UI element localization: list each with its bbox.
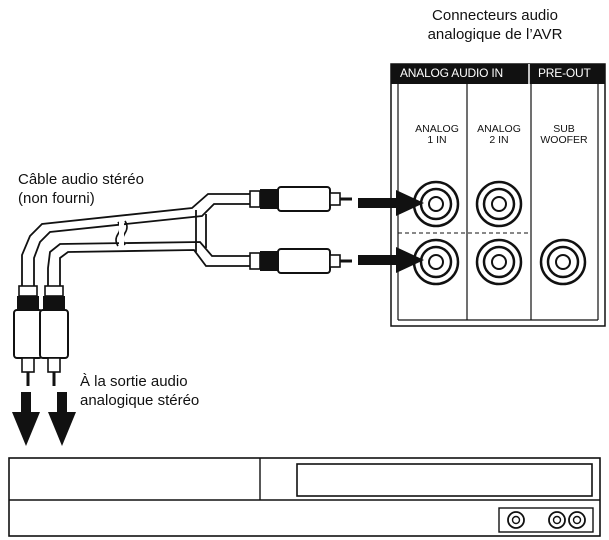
avr-connectors-label-line1: Connecteurs audio xyxy=(432,7,558,24)
jack-label-analog2-line1: ANALOG xyxy=(477,123,521,135)
source-device xyxy=(8,457,601,537)
avr-connectors-label: Connecteurs audio analogique de l’AVR xyxy=(405,6,585,44)
rca-plug-top xyxy=(249,186,352,212)
output-jack-3 xyxy=(568,511,586,529)
panel-header-analog-audio-in: ANALOG AUDIO IN xyxy=(400,66,504,80)
cable-break-marks xyxy=(115,220,128,247)
arrow-into-jack-bottom xyxy=(358,247,424,273)
jack-label-subwoofer: SUB WOOFER xyxy=(538,124,590,146)
output-label-line1: À la sortie audio xyxy=(80,373,188,390)
rca-jack-analog2-top xyxy=(475,180,523,228)
disc-tray xyxy=(296,463,593,497)
output-jack-1 xyxy=(507,511,525,529)
avr-connectors-label-line2: analogique de l’AVR xyxy=(427,26,563,43)
jack-label-analog2: ANALOG 2 IN xyxy=(474,124,524,146)
arrow-down-2 xyxy=(48,392,76,446)
cable-label-line2: (non fourni) xyxy=(18,190,95,207)
stereo-cable xyxy=(21,193,255,290)
jack-label-analog1-line2: 1 IN xyxy=(427,134,447,146)
rca-jack-analog1-bottom xyxy=(412,238,460,286)
output-jack-2 xyxy=(548,511,566,529)
jack-label-subwoofer-line2: WOOFER xyxy=(540,134,588,146)
cable-label-line1: Câble audio stéréo xyxy=(18,171,144,188)
jack-label-analog1: ANALOG 1 IN xyxy=(412,124,462,146)
rca-plug-bottom xyxy=(249,248,352,274)
panel-header-pre-out: PRE-OUT xyxy=(538,66,591,80)
rca-jack-analog2-bottom xyxy=(475,238,523,286)
arrow-down-1 xyxy=(12,392,40,446)
jack-label-analog2-line2: 2 IN xyxy=(489,134,509,146)
rca-plug-left-2 xyxy=(39,285,69,386)
cable-label: Câble audio stéréo (non fourni) xyxy=(18,170,144,208)
jack-label-subwoofer-line1: SUB xyxy=(553,123,575,135)
output-label-line2: analogique stéréo xyxy=(80,392,200,409)
output-label: À la sortie audio analogique stéréo xyxy=(80,372,199,410)
jack-label-analog1-line1: ANALOG xyxy=(415,123,459,135)
arrow-into-jack-top xyxy=(358,190,424,216)
panel-header-bar xyxy=(391,64,605,84)
rca-jack-subwoofer xyxy=(539,238,587,286)
rca-plug-left-1 xyxy=(13,285,43,386)
